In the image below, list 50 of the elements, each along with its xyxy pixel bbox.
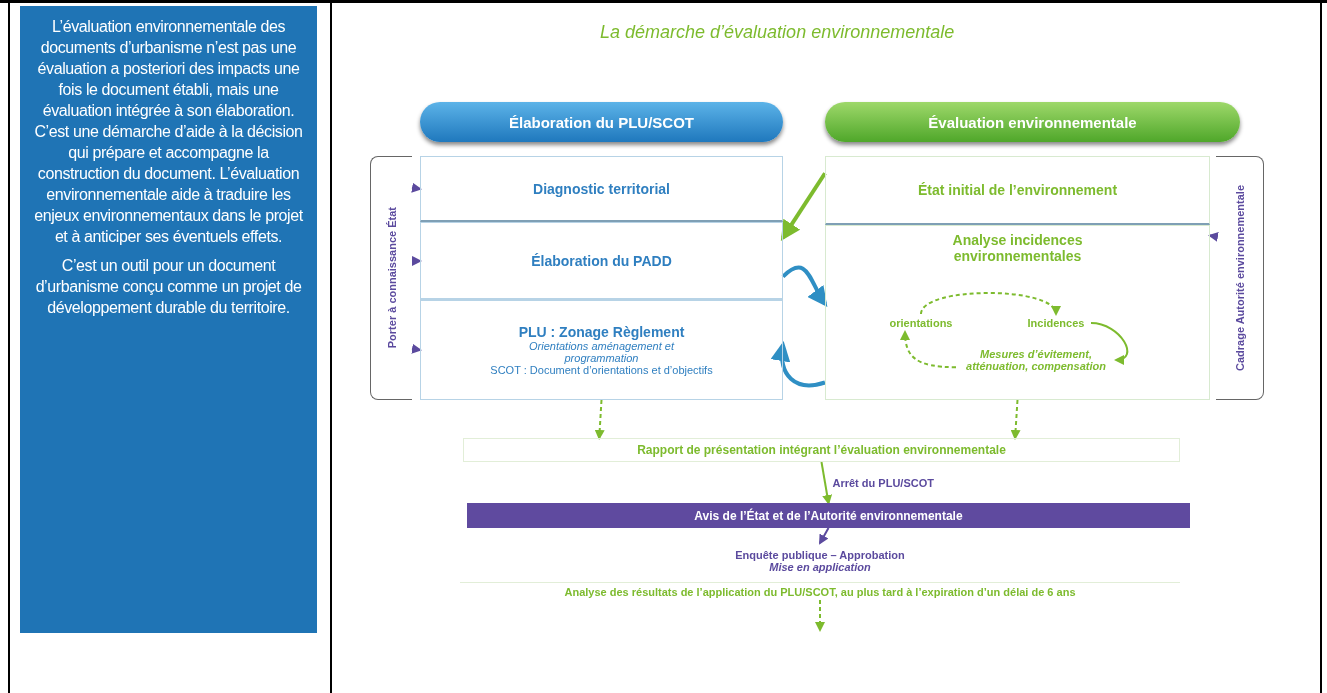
diagram-title: La démarche d’évaluation environnementale bbox=[600, 22, 955, 43]
cycle-label: Mesures d’évitement, atténuation, compensation bbox=[965, 348, 1107, 372]
arrow bbox=[1090, 322, 1129, 364]
step-row bbox=[825, 225, 1210, 400]
step-row bbox=[420, 222, 783, 300]
arrow bbox=[920, 292, 1058, 316]
step-label: Élaboration du PADD bbox=[531, 252, 672, 269]
arrow bbox=[1010, 399, 1021, 440]
report-band bbox=[463, 438, 1180, 462]
band-label: Rapport de présentation intégrant l’évaluation environnementale bbox=[637, 443, 1006, 457]
arrow bbox=[411, 255, 422, 266]
arrow bbox=[815, 599, 825, 632]
step-label: Enquête publique – Approbation bbox=[735, 549, 905, 561]
arrow bbox=[1208, 231, 1219, 242]
step-detail: SCOT : Document d’orientations et d’objectifs bbox=[490, 364, 713, 376]
bar-label: Avis de l’État et de l’Autorité environnementale bbox=[694, 508, 963, 523]
band-label: Analyse des résultats de l’application du PLU/SCOT, au plus tard à l’expiration d’un délai de 6 ans bbox=[564, 585, 1076, 598]
step-row bbox=[420, 156, 783, 222]
step-label: Diagnostic territorial bbox=[533, 180, 670, 197]
bracket-panel bbox=[370, 156, 412, 400]
arrow bbox=[820, 461, 833, 505]
header-title: Évaluation environnementale bbox=[928, 113, 1137, 131]
edge-label: Arrêt du PLU/SCOT bbox=[829, 476, 937, 489]
arrow bbox=[411, 182, 422, 193]
column-header bbox=[420, 102, 783, 142]
result-band bbox=[460, 582, 1180, 600]
cycle-label: Incidences bbox=[1027, 317, 1085, 329]
arrow bbox=[900, 330, 957, 369]
info-text: L’évaluation environnementale des documents d’urbanisme n’est pas une évaluation a posteriori des impacts une fois le document établi, mais une évaluation intégrée à son élaboration. C’est une démarche d’aide à la décision qui prépare et accompagne la construction du document. L’évaluation environnementale aide à traduire les enjeux environnementaux dans le projet et à anticiper ses éventuels effets. bbox=[33, 17, 304, 247]
step-label: PLU : Zonage Règlement bbox=[518, 324, 685, 340]
opinion-bar bbox=[467, 503, 1190, 528]
step-label: Analyse incidences environnementales bbox=[951, 232, 1084, 264]
arrow bbox=[819, 527, 830, 545]
step-row bbox=[825, 156, 1210, 225]
step-detail: Orientations aménagement et programmation bbox=[528, 340, 676, 364]
column-header bbox=[825, 102, 1240, 142]
arrow bbox=[771, 341, 826, 388]
bracket-panel bbox=[1216, 156, 1264, 400]
step-label: État initial de l’environnement bbox=[917, 182, 1118, 198]
info-text: C’est un outil pour un document d’urbanisme conçu comme un projet de développement durable du territoire. bbox=[34, 256, 303, 318]
arrow bbox=[594, 399, 605, 440]
arrow bbox=[780, 172, 827, 241]
step-label: Mise en application bbox=[769, 561, 871, 573]
info-panel bbox=[20, 6, 317, 633]
vertical-label: Porter à connaissance État bbox=[385, 207, 398, 349]
cycle-label: orientations bbox=[889, 317, 953, 329]
header-title: Élaboration du PLU/SCOT bbox=[509, 113, 694, 131]
vertical-label: Cadrage Autorité environnementale bbox=[1233, 184, 1246, 373]
arrow bbox=[411, 343, 422, 354]
step-row bbox=[420, 300, 783, 400]
